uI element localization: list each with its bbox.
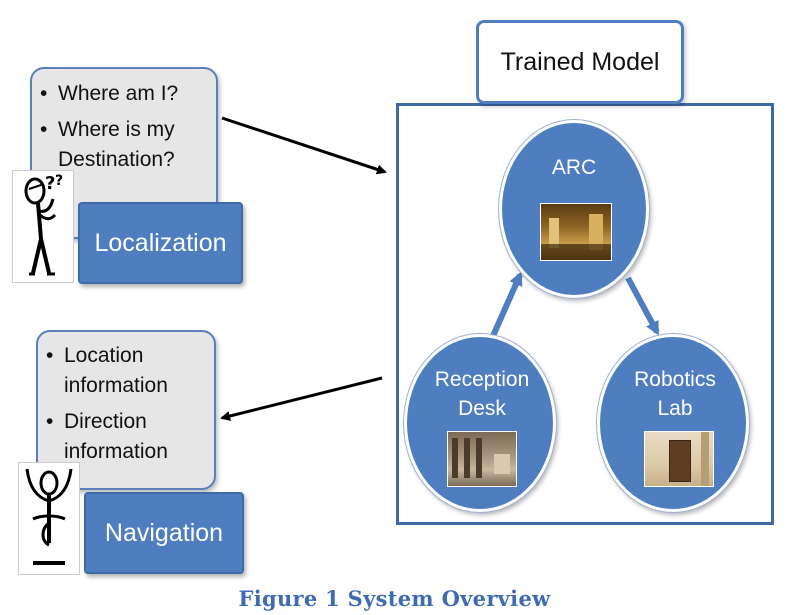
node-reception-desk-label: Reception Desk bbox=[434, 368, 530, 420]
localization-question-1: Where am I? bbox=[36, 79, 216, 109]
node-arc: ARC bbox=[499, 120, 649, 298]
arrow-reception-to-arc bbox=[490, 271, 523, 338]
figure-caption: Figure 1 System Overview bbox=[238, 586, 551, 611]
robotics-lab-photo bbox=[644, 431, 714, 487]
arrow-localization-to-model bbox=[221, 116, 387, 175]
node-robotics-lab-label: Robotics Lab bbox=[634, 368, 716, 420]
arrow-arc-to-robotics bbox=[625, 276, 660, 336]
arrow-model-to-navigation bbox=[220, 376, 383, 421]
node-reception-desk: Reception Desk bbox=[404, 334, 556, 512]
confused-stick-figure-icon: ? ? bbox=[24, 173, 63, 276]
localization-question-list: Where am I? Where is my Destination? bbox=[32, 69, 216, 175]
localization-figure-frame: ? ? bbox=[12, 170, 74, 283]
navigation-info-list: Location information Direction informati… bbox=[38, 332, 214, 467]
navigation-label: Navigation bbox=[84, 492, 244, 574]
navigating-stick-figure-icon bbox=[25, 468, 73, 565]
navigation-figure-frame bbox=[18, 462, 80, 575]
svg-text:?: ? bbox=[55, 173, 63, 189]
arc-photo bbox=[540, 203, 612, 261]
node-arc-label: ARC bbox=[551, 156, 597, 179]
localization-label: Localization bbox=[78, 202, 243, 284]
navigation-info-1: Location information bbox=[42, 341, 194, 401]
reception-desk-photo bbox=[447, 431, 517, 487]
node-robotics-lab: Robotics Lab bbox=[597, 334, 749, 512]
localization-question-2: Where is my Destination? bbox=[36, 115, 208, 175]
svg-text:?: ? bbox=[45, 173, 55, 194]
navigation-info-2: Direction information bbox=[42, 407, 194, 467]
trained-model-title: Trained Model bbox=[476, 20, 684, 104]
